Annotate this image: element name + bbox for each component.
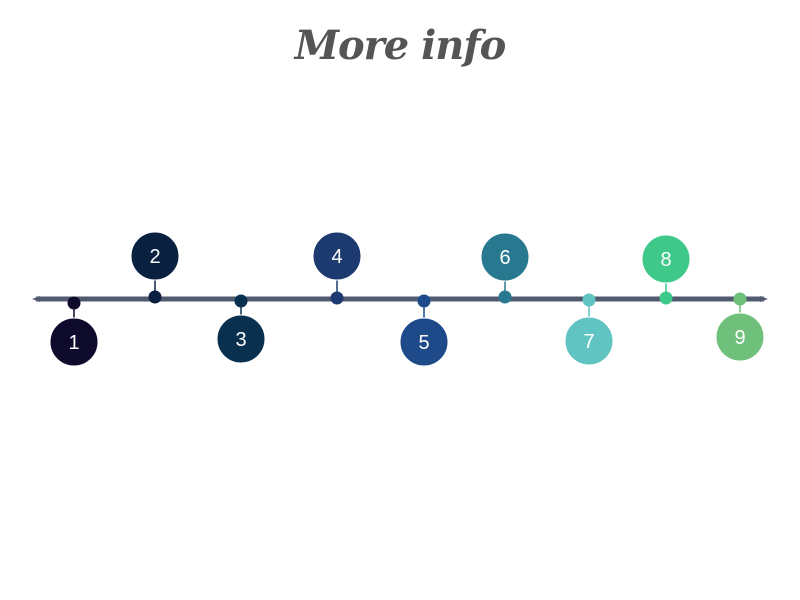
milestone-circle [480, 232, 530, 282]
milestone-number: 2 [149, 246, 160, 268]
milestone-number: 9 [734, 327, 745, 349]
milestone-8: 8 [641, 234, 691, 305]
milestone-circle [564, 316, 614, 366]
milestone-2: 2 [130, 231, 180, 304]
milestone-circle [641, 234, 691, 284]
milestone-dot [733, 292, 747, 306]
axis-left-arrow [32, 296, 40, 302]
page-title: More info [294, 22, 507, 69]
milestone-number: 6 [499, 247, 510, 269]
milestone-7: 7 [564, 293, 614, 366]
milestone-number: 3 [235, 329, 246, 351]
milestone-number: 8 [660, 249, 671, 271]
milestone-circle [715, 312, 765, 362]
milestone-4: 4 [312, 231, 362, 305]
milestone-circle [399, 317, 449, 367]
milestone-dot [234, 294, 248, 308]
milestone-number: 4 [331, 246, 342, 268]
milestone-number: 5 [418, 332, 429, 354]
milestone-5: 5 [399, 294, 449, 367]
milestone-circle [216, 314, 266, 364]
milestone-dot [659, 291, 673, 305]
milestone-circle [49, 317, 99, 367]
axis-right-arrow [760, 296, 768, 302]
milestone-dot [417, 294, 431, 308]
milestone-9: 9 [715, 292, 765, 362]
milestone-dot [498, 290, 512, 304]
milestone-number: 7 [583, 331, 594, 353]
milestone-dot [582, 293, 596, 307]
milestone-circle [312, 231, 362, 281]
milestone-number: 1 [68, 332, 79, 354]
milestone-circle [130, 231, 180, 281]
milestone-1: 1 [49, 296, 99, 367]
milestone-3: 3 [216, 294, 266, 364]
milestone-dot [148, 290, 162, 304]
timeline-axis [36, 296, 764, 302]
milestone-6: 6 [480, 232, 530, 304]
milestone-dot [67, 296, 81, 310]
milestone-dot [330, 291, 344, 305]
